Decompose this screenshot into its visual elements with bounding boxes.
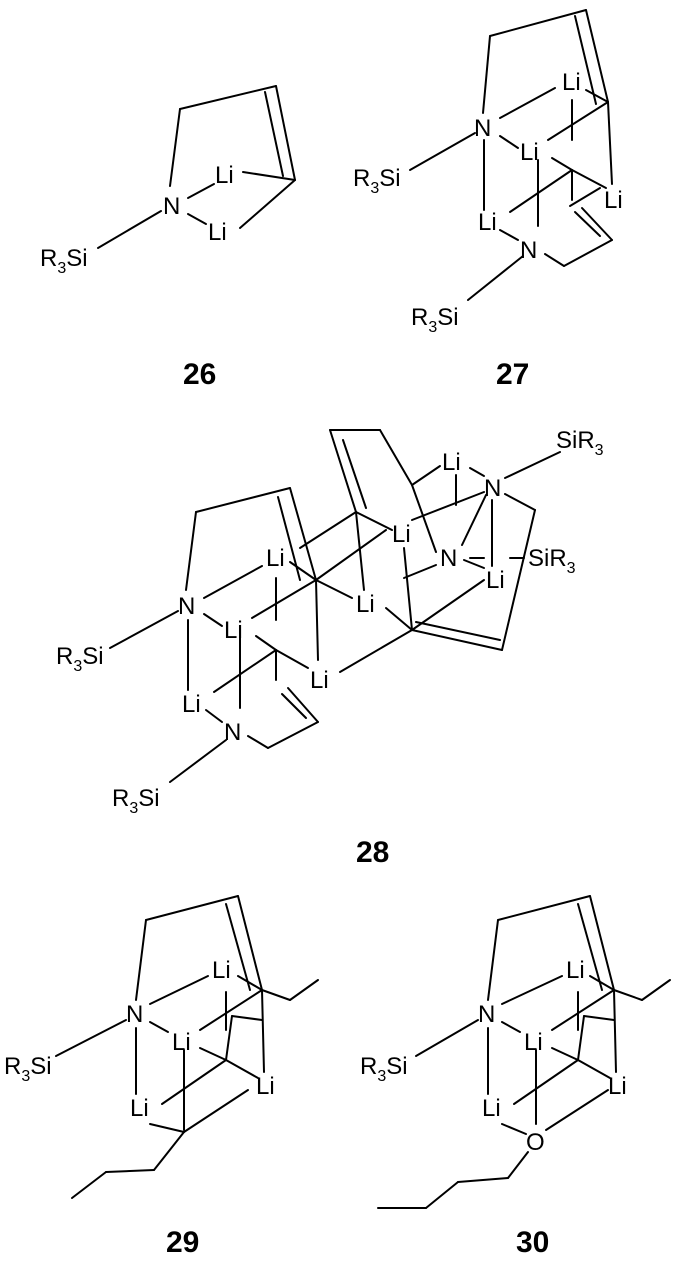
atom-li: Li: [224, 617, 243, 644]
atom-n: N: [126, 1001, 143, 1028]
structure-28-bonds: [109, 429, 561, 783]
r3si-group: R3Si: [112, 785, 160, 817]
atom-li: Li: [608, 1073, 627, 1100]
atom-li: Li: [215, 162, 234, 189]
atom-n: N: [478, 1001, 495, 1028]
r3si-group: R3Si: [56, 643, 104, 675]
atom-li: Li: [172, 1029, 191, 1056]
atom-o: O: [526, 1129, 545, 1156]
atom-n: N: [520, 237, 537, 264]
atom-n: N: [163, 193, 180, 220]
sir3-group: SiR3: [528, 545, 576, 577]
r3si-group: R3Si: [353, 165, 401, 197]
atom-li: Li: [520, 139, 539, 166]
compound-label-28: 28: [356, 836, 389, 869]
structure-27-bonds: [409, 9, 613, 301]
compound-label-29: 29: [166, 1226, 199, 1259]
atom-li: Li: [478, 209, 497, 236]
atom-li: Li: [212, 957, 231, 984]
structure-26: N Li Li R3Si 26: [40, 85, 296, 391]
compound-label-26: 26: [183, 358, 216, 391]
atom-li: Li: [130, 1095, 149, 1122]
atom-li: Li: [266, 545, 285, 572]
atom-li: Li: [482, 1095, 501, 1122]
atom-li: Li: [486, 567, 505, 594]
atom-li: Li: [442, 449, 461, 476]
sir3-group: SiR3: [556, 427, 604, 459]
compound-label-30: 30: [516, 1226, 549, 1259]
atom-li: Li: [256, 1073, 275, 1100]
structure-27: N Li Li Li Li N R3Si R3Si 27: [353, 9, 623, 391]
atom-li: Li: [356, 591, 375, 618]
r3si-group: R3Si: [40, 245, 88, 277]
compound-label-27: 27: [496, 358, 529, 391]
atom-li: Li: [566, 957, 585, 984]
atom-n: N: [440, 545, 457, 572]
structure-29-bonds: [55, 895, 319, 1199]
structure-29: N Li Li Li Li R3Si 29: [4, 895, 319, 1259]
atom-n: N: [224, 719, 241, 746]
atom-li: Li: [182, 691, 201, 718]
r3si-group: R3Si: [360, 1053, 408, 1085]
atom-li: Li: [562, 69, 581, 96]
atom-li: Li: [604, 187, 623, 214]
structure-28: N Li Li Li Li N Li Li Li N N Li SiR3 SiR…: [56, 427, 604, 869]
structure-30: N Li Li Li Li O R3Si 30: [360, 895, 671, 1259]
atom-li: Li: [310, 667, 329, 694]
atom-li: Li: [392, 521, 411, 548]
atom-n: N: [474, 115, 491, 142]
r3si-group: R3Si: [411, 304, 459, 336]
atom-li: Li: [524, 1029, 543, 1056]
structure-26-bonds: [97, 85, 296, 249]
r3si-group: R3Si: [4, 1053, 52, 1085]
atom-n: N: [484, 475, 501, 502]
atom-n: N: [178, 593, 195, 620]
structure-30-bonds: [377, 895, 671, 1209]
atom-li: Li: [208, 219, 227, 246]
